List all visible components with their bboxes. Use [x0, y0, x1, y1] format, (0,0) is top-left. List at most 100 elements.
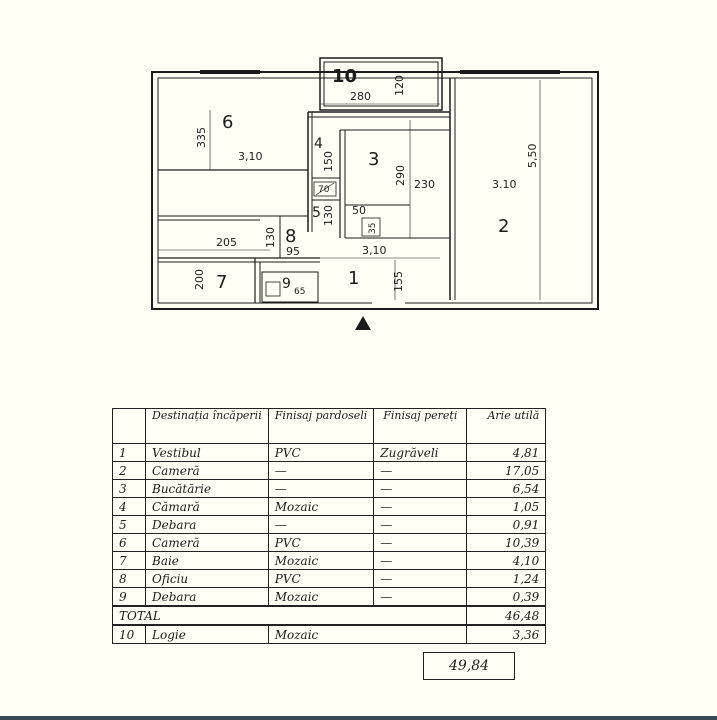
room-label-5: 5 [312, 205, 321, 221]
cell-per: — [373, 569, 468, 588]
cell-pard: — [267, 479, 375, 498]
dim-150: 150 [322, 151, 335, 172]
cell-nr: 4 [112, 497, 146, 516]
cell-dest: Oficiu [145, 569, 269, 588]
header-pereti: Finisaj pereți [373, 408, 468, 444]
cell-dest: Cameră [145, 533, 269, 552]
logie-pard: Mozaic [267, 624, 468, 644]
room-label-3: 3 [368, 149, 379, 170]
header-nr [112, 408, 146, 444]
header-arie: Arie utilă [466, 408, 547, 444]
logie-arie: 3,36 [466, 624, 547, 644]
logie-row: 10 Logie Mozaic 3,36 [112, 624, 547, 644]
cell-nr: 7 [112, 551, 146, 570]
cell-pard: Mozaic [267, 587, 375, 607]
cell-nr: 1 [112, 443, 146, 462]
cell-nr: 8 [112, 569, 146, 588]
cell-arie: 1,24 [466, 569, 547, 588]
cell-pard: Mozaic [267, 497, 375, 516]
cell-per: — [373, 551, 468, 570]
logie-dest: Logie [145, 624, 269, 644]
dim-120: 120 [393, 75, 406, 96]
room-label-7: 7 [216, 272, 227, 293]
cell-nr: 6 [112, 533, 146, 552]
room-label-10: 10 [332, 66, 357, 87]
dim-70: 70 [318, 185, 330, 195]
cell-dest: Debara [145, 515, 269, 534]
cell-dest: Cameră [145, 461, 269, 480]
cell-dest: Bucătărie [145, 479, 269, 498]
cell-pard: — [267, 461, 375, 480]
cell-dest: Baie [145, 551, 269, 570]
total-row: TOTAL 46,48 [111, 605, 547, 626]
cell-arie: 4,10 [466, 551, 547, 570]
header-pardoseli: Finisaj pardoseli [267, 408, 375, 444]
cell-arie: 17,05 [466, 461, 547, 480]
room-label-8: 8 [285, 226, 296, 247]
cell-arie: 1,05 [466, 497, 547, 516]
cell-arie: 0,91 [466, 515, 547, 534]
room-label-4: 4 [314, 136, 323, 152]
cell-arie: 10,39 [466, 533, 547, 552]
entrance-arrow [355, 316, 371, 330]
dim-200: 200 [193, 269, 206, 290]
cell-arie: 0,39 [466, 587, 547, 607]
dim-310-vestibul: 3,10 [362, 244, 387, 257]
cell-per: — [373, 461, 468, 480]
dim-155: 155 [392, 271, 405, 292]
table-header-row: Destinația încăperii Finisaj pardoseli F… [112, 408, 547, 444]
dim-290: 290 [394, 165, 407, 186]
cell-pard: PVC [267, 569, 375, 588]
plan-walls [151, 57, 599, 310]
cell-pard: — [267, 515, 375, 534]
floor-plan: 1 2 3 4 5 6 7 8 9 10 335 3,10 280 120 5,… [151, 57, 599, 330]
dim-335: 335 [195, 127, 208, 148]
cell-per: — [373, 587, 468, 607]
room-label-9: 9 [282, 276, 291, 292]
bottom-divider [0, 716, 717, 720]
dim-50: 50 [352, 204, 366, 217]
cell-nr: 9 [112, 587, 146, 607]
cell-nr: 5 [112, 515, 146, 534]
dim-95: 95 [286, 245, 300, 258]
cell-arie: 6,54 [466, 479, 547, 498]
room-label-1: 1 [348, 268, 359, 289]
total-value: 46,48 [466, 605, 547, 626]
dim-205: 205 [216, 236, 237, 249]
dim-35: 35 [368, 223, 378, 234]
cell-per: — [373, 479, 468, 498]
dim-310-room2: 3.10 [492, 178, 517, 191]
grand-total-box: 49,84 [423, 652, 515, 680]
cell-per: — [373, 497, 468, 516]
dim-230: 230 [414, 178, 435, 191]
dim-550: 5,50 [526, 144, 539, 169]
cell-pard: PVC [267, 533, 375, 552]
room-label-6: 6 [222, 112, 233, 133]
cell-per: Zugrăveli [373, 443, 468, 462]
cell-dest: Debara [145, 587, 269, 607]
dim-130-room8: 130 [264, 227, 277, 248]
room-label-2: 2 [498, 216, 509, 237]
dim-65: 65 [294, 287, 305, 297]
room-legend-table: Destinația încăperii Finisaj pardoseli F… [111, 408, 547, 644]
dim-310-room6: 3,10 [238, 150, 263, 163]
cell-dest: Vestibul [145, 443, 269, 462]
header-destinatia: Destinația încăperii [145, 408, 269, 444]
logie-nr: 10 [112, 624, 146, 644]
cell-arie: 4,81 [466, 443, 547, 462]
dim-130-room5: 130 [322, 205, 335, 226]
cell-per: — [373, 533, 468, 552]
cell-nr: 2 [112, 461, 146, 480]
total-label: TOTAL [111, 605, 468, 626]
cell-per: — [373, 515, 468, 534]
cell-dest: Cămară [145, 497, 269, 516]
